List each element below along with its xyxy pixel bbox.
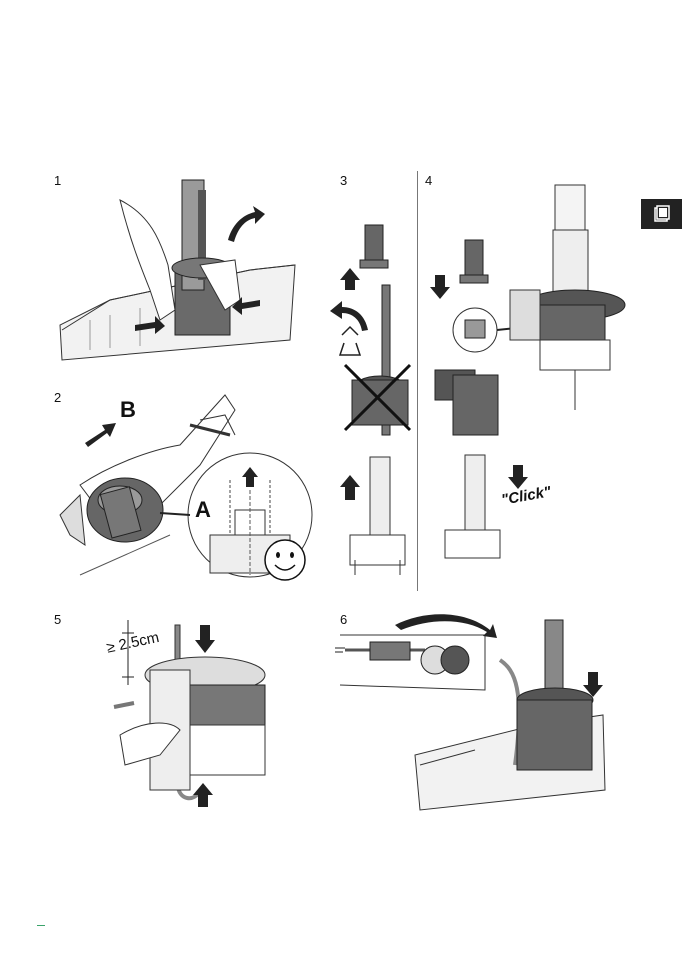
- step5-illustration: [113, 620, 266, 807]
- label-b: B: [120, 397, 136, 422]
- step-number-1: 1: [54, 173, 62, 188]
- arrow-up-2: [340, 475, 360, 500]
- footer-mark: [37, 925, 45, 926]
- arrow-down: [430, 275, 450, 299]
- step-number-2: 2: [54, 390, 62, 405]
- step2-illustration: [59, 394, 313, 581]
- arrow-down: [195, 625, 215, 653]
- manual-book-icon: [653, 205, 670, 222]
- arrow-down-2: [508, 465, 528, 489]
- arrow-up: [340, 268, 360, 290]
- step1-illustration: [59, 179, 296, 361]
- step-number-4: 4: [425, 173, 433, 188]
- step-number-6: 6: [340, 612, 348, 627]
- section-tab: [641, 199, 682, 229]
- smiley-icon: [264, 539, 306, 581]
- label-a: A: [195, 497, 211, 522]
- step3-illustration: [330, 224, 412, 575]
- arrow-curve-left: [330, 301, 368, 331]
- arrow-up: [193, 783, 213, 807]
- arrow-right: [135, 316, 165, 334]
- arrow-up-small: [242, 467, 258, 487]
- arrow-b: [85, 423, 116, 447]
- arrow-curve: [395, 614, 497, 638]
- step6-illustration: [335, 614, 606, 811]
- step-number-3: 3: [340, 173, 348, 188]
- step-number-5: 5: [54, 612, 62, 627]
- arrow-rotate: [228, 206, 265, 242]
- step4-illustration: [430, 184, 626, 559]
- arrow-left: [232, 297, 260, 315]
- recycle-icon: [338, 325, 362, 356]
- panel-divider: [417, 171, 418, 591]
- arrow-down: [583, 672, 603, 697]
